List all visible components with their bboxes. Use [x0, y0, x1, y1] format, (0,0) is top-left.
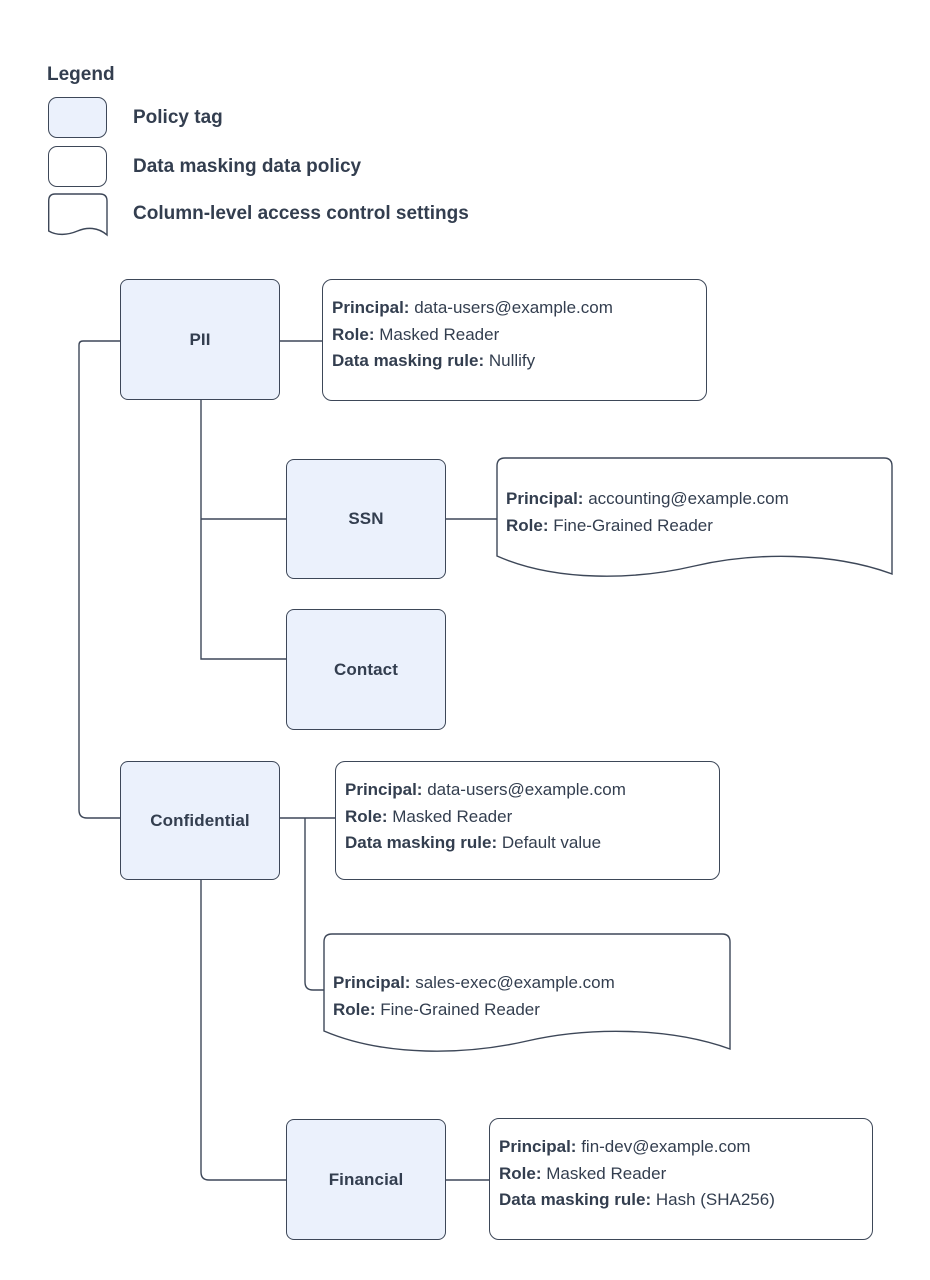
confidential-access-settings-text: Principal: sales-exec@example.com Role: … — [324, 970, 739, 1023]
policy-line-value: fin-dev@example.com — [576, 1137, 751, 1156]
connector-pii-children — [200, 400, 286, 660]
policy-line: Role: Fine-Grained Reader — [333, 997, 739, 1024]
connector-trunk-pii-confidential — [78, 340, 120, 819]
policy-line-value: data-users@example.com — [422, 780, 626, 799]
legend-column-access-swatch — [48, 193, 108, 237]
legend-column-access-label: Column-level access control settings — [133, 203, 469, 224]
policy-tag-node-contact: Contact — [286, 609, 446, 730]
policy-line: Data masking rule: Nullify — [332, 348, 698, 375]
policy-line: Principal: data-users@example.com — [332, 295, 698, 322]
policy-line-label: Data masking rule: — [345, 833, 498, 852]
policy-line: Role: Masked Reader — [345, 804, 711, 831]
policy-line: Role: Fine-Grained Reader — [506, 513, 901, 540]
confidential-access-document-shape — [323, 933, 731, 1052]
policy-line-value: Masked Reader — [387, 806, 513, 826]
connector-confidential-financial — [200, 880, 286, 1181]
pii-masking-policy-box: Principal: data-users@example.com Role: … — [322, 279, 707, 401]
policy-line-label: Data masking rule: — [499, 1190, 652, 1209]
policy-line-value: Fine-Grained Reader — [375, 999, 540, 1019]
policy-line-value: Fine-Grained Reader — [548, 515, 713, 535]
ssn-access-settings-text: Principal: accounting@example.com Role: … — [497, 486, 901, 539]
policy-tag-label-pii: PII — [189, 329, 211, 349]
policy-tag-node-ssn: SSN — [286, 459, 446, 579]
policy-line-label: Principal: — [333, 973, 411, 992]
legend-data-masking-policy-swatch — [48, 146, 107, 187]
policy-line: Principal: sales-exec@example.com — [333, 970, 739, 997]
legend-document-shape — [48, 193, 108, 237]
policy-line-label: Principal: — [506, 489, 584, 508]
policy-line-value: Hash (SHA256) — [651, 1190, 775, 1209]
policy-line: Principal: fin-dev@example.com — [499, 1134, 864, 1161]
policy-line: Data masking rule: Default value — [345, 830, 711, 857]
policy-tag-label-financial: Financial — [328, 1169, 404, 1189]
legend-policy-tag-swatch — [48, 97, 107, 138]
policy-tag-label-contact: Contact — [334, 659, 398, 679]
policy-line: Role: Masked Reader — [499, 1161, 864, 1188]
connector-confidential-access-settings — [304, 818, 324, 991]
policy-line-label: Principal: — [345, 780, 423, 799]
policy-line-label: Principal: — [332, 298, 410, 317]
policy-line: Principal: data-users@example.com — [345, 777, 711, 804]
confidential-masking-policy-box: Principal: data-users@example.com Role: … — [335, 761, 720, 880]
policy-line-label: Principal: — [499, 1137, 577, 1156]
financial-masking-policy-box: Principal: fin-dev@example.com Role: Mas… — [489, 1118, 873, 1240]
ssn-access-document-shape — [496, 457, 893, 577]
policy-line-label: Data masking rule: — [332, 351, 485, 370]
policy-line-label: Role: — [506, 515, 549, 535]
policy-line-label: Role: — [333, 999, 376, 1019]
policy-line: Data masking rule: Hash (SHA256) — [499, 1187, 864, 1214]
policy-line-value: sales-exec@example.com — [410, 973, 615, 992]
policy-line-label: Role: — [345, 806, 388, 826]
policy-tag-label-confidential: Confidential — [150, 810, 250, 830]
policy-line: Principal: accounting@example.com — [506, 486, 901, 513]
policy-tag-node-confidential: Confidential — [120, 761, 280, 880]
policy-line-value: accounting@example.com — [583, 489, 789, 508]
legend-policy-tag-label: Policy tag — [133, 107, 223, 128]
policy-line-value: Default value — [497, 833, 602, 852]
policy-line-value: Masked Reader — [374, 324, 500, 344]
policy-line-value: Masked Reader — [541, 1163, 667, 1183]
legend-data-masking-policy-label: Data masking data policy — [133, 156, 362, 177]
policy-tag-label-ssn: SSN — [348, 509, 384, 528]
policy-line-value: Nullify — [484, 351, 536, 370]
policy-tag-node-pii: PII — [120, 279, 280, 400]
policy-tag-node-financial: Financial — [286, 1119, 446, 1240]
policy-line-value: data-users@example.com — [409, 298, 613, 317]
policy-line-label: Role: — [332, 324, 375, 344]
policy-line-label: Role: — [499, 1163, 542, 1183]
legend-title: Legend — [47, 64, 115, 85]
policy-line: Role: Masked Reader — [332, 322, 698, 349]
